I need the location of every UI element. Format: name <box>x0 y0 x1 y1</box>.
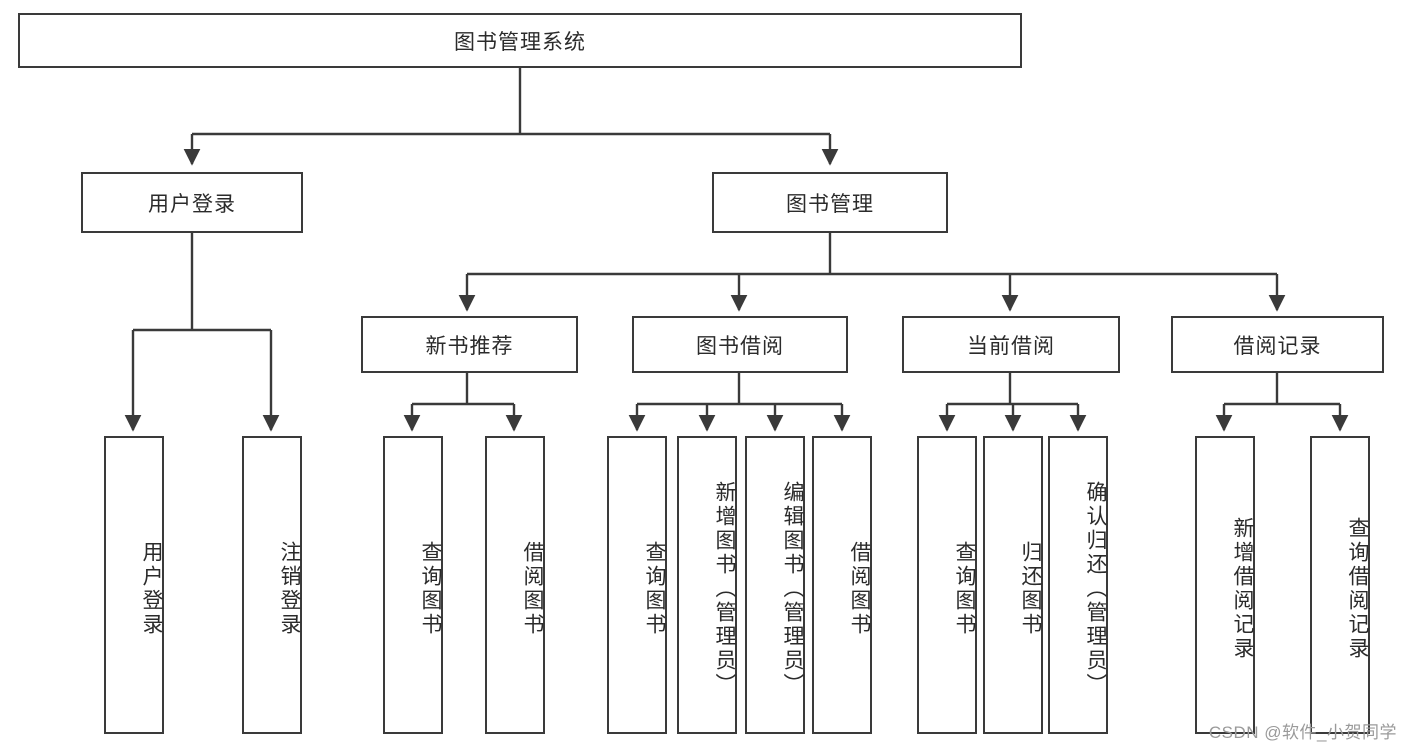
leaf-node-query-borrow-record[interactable]: 查询借阅记录 <box>1310 436 1370 734</box>
node-label: 当前借阅 <box>967 334 1055 358</box>
node-label: 查询图书 <box>419 541 442 637</box>
node-user-login[interactable]: 用户登录 <box>81 172 303 233</box>
leaf-node-logout-login[interactable]: 注销登录 <box>242 436 302 734</box>
node-label: 查询图书 <box>643 541 666 637</box>
node-label: 新书推荐 <box>425 334 514 358</box>
leaf-node-borrow-book-recommend[interactable]: 借阅图书 <box>485 436 545 734</box>
leaf-node-query-book-borrow[interactable]: 查询图书 <box>607 436 667 734</box>
node-label: 新增借阅记录 <box>1231 517 1254 661</box>
node-book-management-system[interactable]: 图书管理系统 <box>18 13 1022 68</box>
node-label: 图书借阅 <box>696 334 784 358</box>
node-book-borrow[interactable]: 图书借阅 <box>632 316 848 373</box>
node-label: 用户登录 <box>148 192 236 216</box>
node-borrow-record[interactable]: 借阅记录 <box>1171 316 1384 373</box>
leaf-node-user-login[interactable]: 用户登录 <box>104 436 164 734</box>
leaf-node-query-book-current[interactable]: 查询图书 <box>917 436 977 734</box>
node-book-management[interactable]: 图书管理 <box>712 172 948 233</box>
node-new-book-recommend[interactable]: 新书推荐 <box>361 316 578 373</box>
node-label: 图书管理 <box>786 192 874 216</box>
node-label: 编辑图书（管理员） <box>781 481 804 697</box>
node-label: 借阅记录 <box>1233 334 1322 358</box>
leaf-node-edit-book-admin[interactable]: 编辑图书（管理员） <box>745 436 805 734</box>
leaf-node-add-borrow-record[interactable]: 新增借阅记录 <box>1195 436 1255 734</box>
leaf-node-add-book-admin[interactable]: 新增图书（管理员） <box>677 436 737 734</box>
node-label: 确认归还（管理员） <box>1084 481 1107 697</box>
leaf-node-query-book-recommend[interactable]: 查询图书 <box>383 436 443 734</box>
node-current-borrow[interactable]: 当前借阅 <box>902 316 1120 373</box>
leaf-node-borrow-book[interactable]: 借阅图书 <box>812 436 872 734</box>
node-label: 借阅图书 <box>848 541 871 637</box>
node-label: 归还图书 <box>1019 541 1042 637</box>
node-label: 查询借阅记录 <box>1346 517 1369 661</box>
node-label: 用户登录 <box>140 541 163 637</box>
node-label: 借阅图书 <box>521 541 544 637</box>
node-label: 注销登录 <box>278 541 301 637</box>
node-label: 图书管理系统 <box>454 30 586 54</box>
leaf-node-return-book[interactable]: 归还图书 <box>983 436 1043 734</box>
node-label: 查询图书 <box>953 541 976 637</box>
watermark-text: CSDN @软件_小贺同学 <box>1208 723 1397 742</box>
node-label: 新增图书（管理员） <box>713 481 736 697</box>
leaf-node-confirm-return-admin[interactable]: 确认归还（管理员） <box>1048 436 1108 734</box>
